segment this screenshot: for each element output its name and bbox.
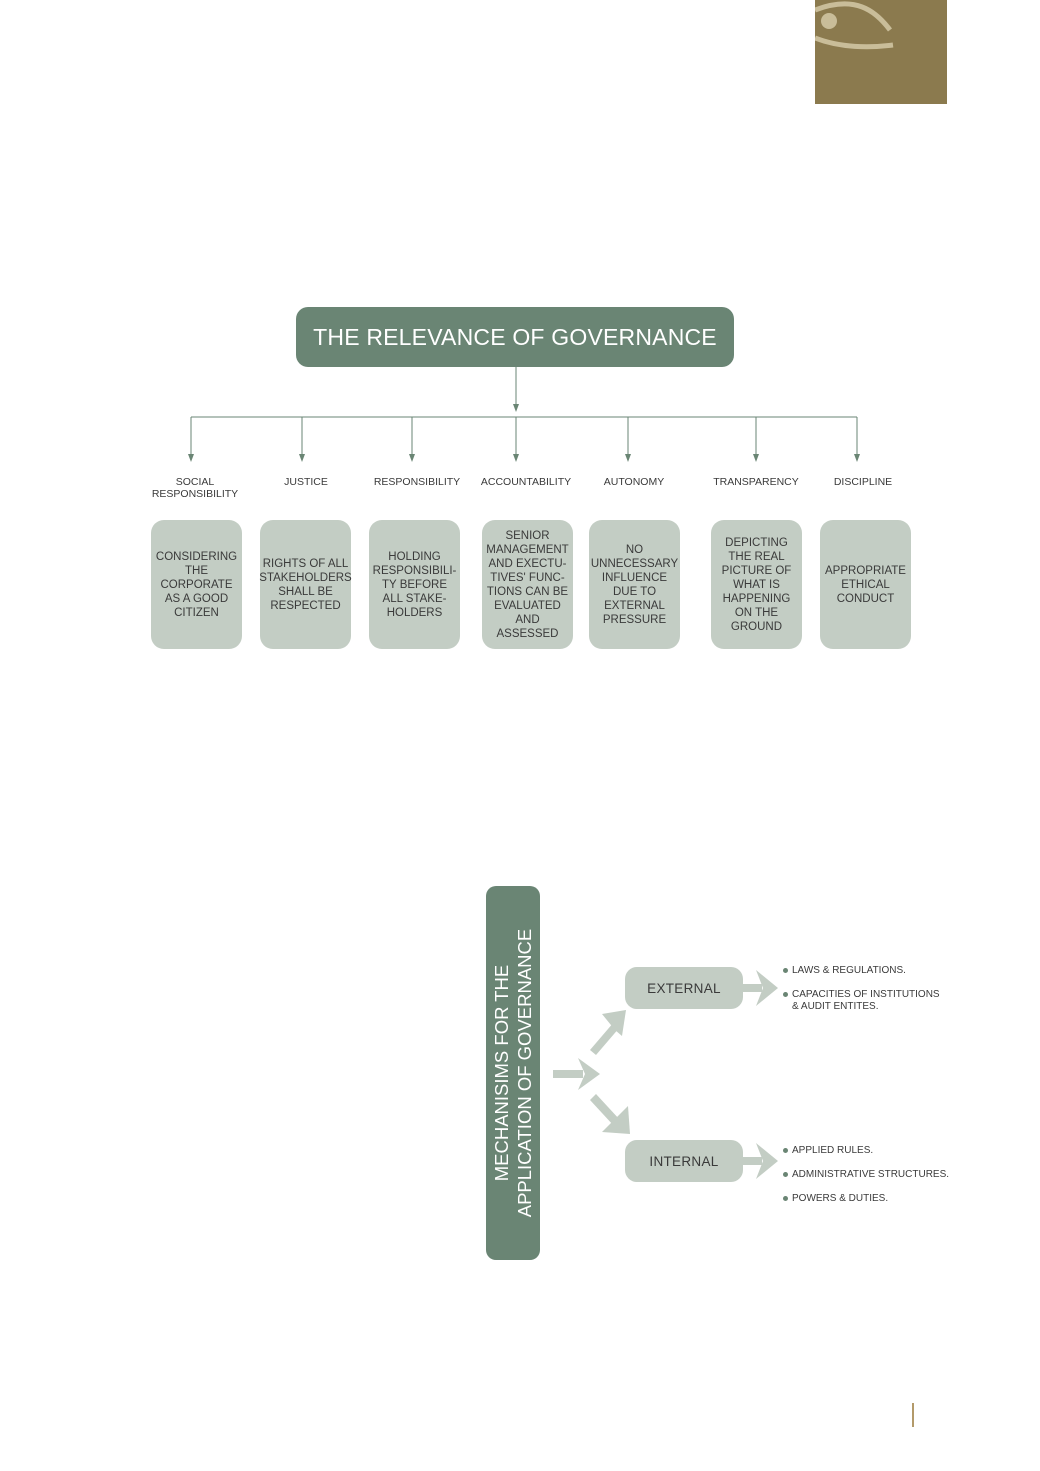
- external-label: EXTERNAL: [647, 980, 721, 996]
- arrow-down-right-icon: [590, 1094, 630, 1134]
- principle-label-autonomy: AUTONOMY: [603, 476, 665, 488]
- principle-label-responsibility: RESPONSIBILITY: [373, 476, 461, 488]
- principle-description: APPROPRIATE ETHICAL CONDUCT: [825, 564, 906, 605]
- principle-box-social-responsibility: CONSIDERING THE CORPORATE AS A GOOD CITI…: [151, 520, 242, 649]
- governance-title: THE RELEVANCE OF GOVERNANCE: [296, 307, 734, 367]
- internal-item: APPLIED RULES.: [783, 1145, 873, 1157]
- page-marker: [912, 1403, 914, 1427]
- principle-box-transparency: DEPICTING THE REAL PICTURE OF WHAT IS HA…: [711, 520, 802, 649]
- internal-label: INTERNAL: [649, 1153, 719, 1169]
- external-item: CAPACITIES OF INSTITUTIONS & AUDIT ENTIT…: [783, 989, 940, 1013]
- arrow-up-right-icon: [590, 1010, 626, 1055]
- mechanisms-title-box: MECHANISIMS FOR THE APPLICATION OF GOVER…: [486, 886, 540, 1260]
- split-arrow-icon: [553, 1058, 600, 1090]
- principle-label-justice: JUSTICE: [284, 476, 328, 488]
- arrow-right-icon: [740, 970, 778, 1006]
- principle-label-transparency: TRANSPARENCY: [713, 476, 799, 488]
- principle-label-discipline: DISCIPLINE: [833, 476, 893, 488]
- principle-box-discipline: APPROPRIATE ETHICAL CONDUCT: [820, 520, 911, 649]
- arrow-right-icon: [740, 1143, 778, 1179]
- eye-logo-icon: [815, 1, 894, 50]
- principle-label-social-responsibility: SOCIAL RESPONSIBILITY: [151, 476, 239, 500]
- principle-box-responsibility: HOLDING RESPONSIBILI- TY BEFORE ALL STAK…: [369, 520, 460, 649]
- corner-logo: [815, 0, 947, 104]
- principle-box-autonomy: NO UNNECESSARY INFLUENCE DUE TO EXTERNAL…: [589, 520, 680, 649]
- principle-label-accountability: ACCOUNTABILITY: [480, 476, 572, 488]
- external-item: LAWS & REGULATIONS.: [783, 965, 906, 977]
- internal-box: INTERNAL: [625, 1140, 743, 1182]
- external-box: EXTERNAL: [625, 967, 743, 1009]
- branch-drops: [188, 417, 860, 462]
- principle-description: RIGHTS OF ALL STAKEHOLDERS SHALL BE RESP…: [259, 557, 352, 612]
- internal-item: ADMINISTRATIVE STRUCTURES.: [783, 1169, 949, 1181]
- principle-description: CONSIDERING THE CORPORATE AS A GOOD CITI…: [155, 550, 238, 619]
- principle-description: NO UNNECESSARY INFLUENCE DUE TO EXTERNAL…: [590, 543, 679, 626]
- principle-description: SENIOR MANAGEMENT AND EXECTU- TIVES' FUN…: [486, 529, 569, 640]
- governance-title-text: THE RELEVANCE OF GOVERNANCE: [313, 323, 717, 350]
- principle-box-justice: RIGHTS OF ALL STAKEHOLDERS SHALL BE RESP…: [259, 520, 352, 649]
- principle-box-accountability: SENIOR MANAGEMENT AND EXECTU- TIVES' FUN…: [482, 520, 573, 649]
- internal-item: POWERS & DUTIES.: [783, 1193, 888, 1205]
- principle-description: HOLDING RESPONSIBILI- TY BEFORE ALL STAK…: [372, 550, 457, 619]
- principle-description: DEPICTING THE REAL PICTURE OF WHAT IS HA…: [721, 536, 792, 633]
